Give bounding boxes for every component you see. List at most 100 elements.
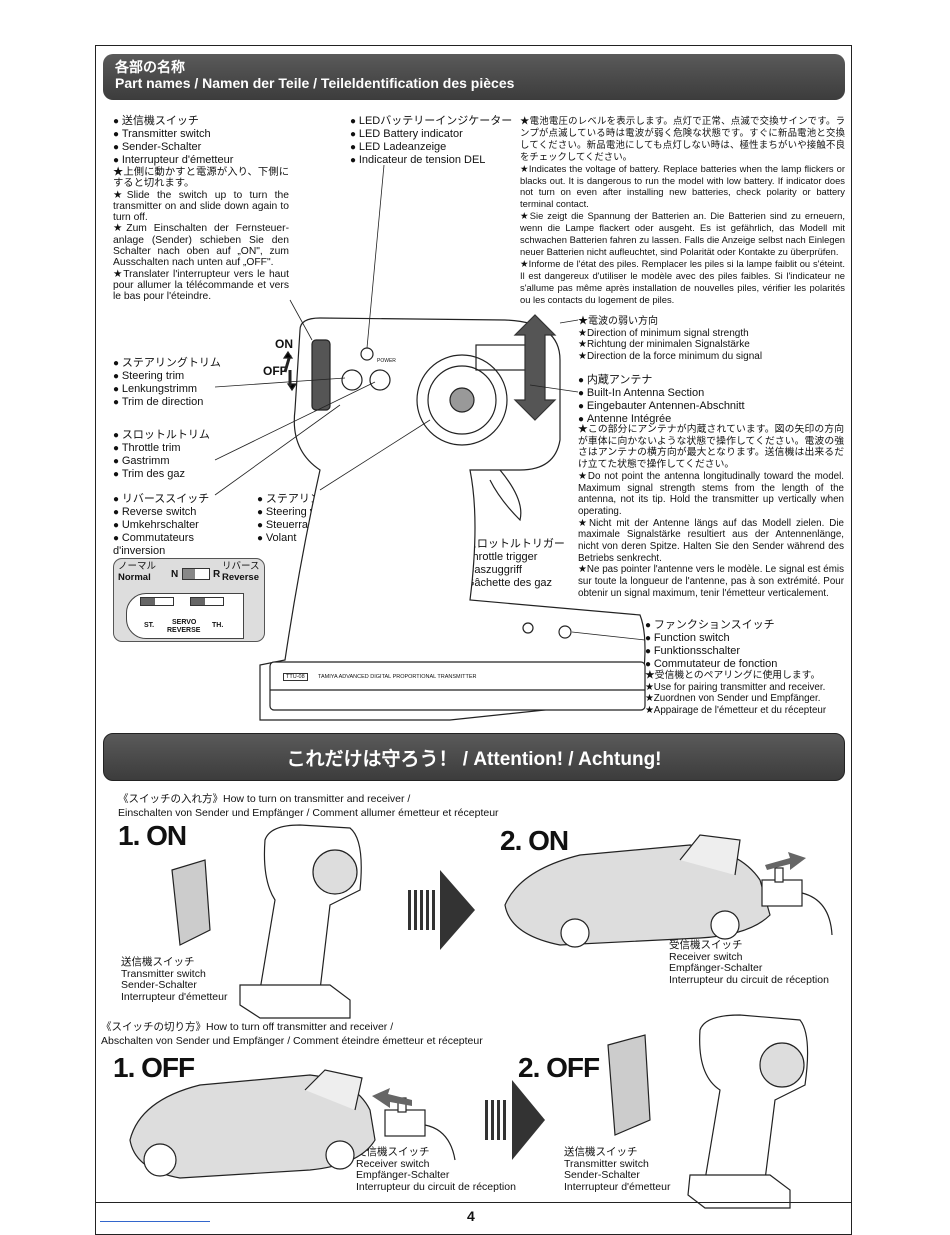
reverse-switch-diagram: ノーマル Normal リバース Reverse N R ST. SERVO R… [113, 558, 265, 642]
note-en: ★Slide the switch up to turn the transmi… [113, 189, 289, 224]
direction-labels: ★電波の弱い方向 ★Direction of minimum signal st… [578, 316, 762, 362]
page-number: 4 [467, 1208, 475, 1224]
th-label: TH. [212, 622, 224, 629]
label-en: Reverse switch [113, 506, 223, 519]
off-label: OFF [263, 364, 287, 378]
note-jp: ★この部分にアンテナが内蔵されています。図の矢印の方向が車体に向かないような状態… [578, 424, 844, 471]
note-jp: ★受信機とのペアリングに使用します。 [645, 670, 821, 681]
label-fr: Volant [257, 532, 376, 545]
r-label: R [213, 569, 221, 580]
label-fr: Commutateur de fonction [645, 658, 778, 671]
attention-title: これだけは守ろう！ / Attention! / Achtung! [286, 748, 662, 770]
tx-switch-label-on: 送信機スイッチ Transmitter switch Sender-Schalt… [121, 956, 228, 1003]
label-en: Function switch [645, 632, 777, 645]
reverse-switch-labels: リバーススイッチ Reverse switch Umkehrschalter C… [113, 493, 223, 557]
label-de: LED Ladeanzeige [350, 141, 525, 154]
label-jp: 受信機スイッチ [356, 1146, 430, 1158]
antenna-notes: ★この部分にアンテナが内蔵されています。図の矢印の方向が車体に向かないような状態… [578, 424, 844, 600]
servo-label: SERVO [172, 619, 197, 626]
label-en: Built-In Antenna Section [578, 387, 838, 400]
label-de: Gaszuggriff [457, 564, 565, 577]
transmitter-switch-labels: 送信機スイッチ Transmitter switch Sender-Schalt… [113, 115, 293, 167]
n-label: N [171, 569, 179, 580]
transmitter-switch-notes: ★上側に動かすと電源が入り、下側にすると切れます。 ★Slide the swi… [113, 167, 289, 303]
label-jp: 内蔵アンテナ [578, 374, 838, 387]
rx-switch-label-on: 受信機スイッチ Receiver switch Empfänger-Schalt… [669, 939, 829, 986]
function-switch-labels: ファンクションスイッチ Function switch Funktionssch… [645, 619, 778, 671]
throttle-trigger-labels: スロットルトリガー Throttle trigger Gaszuggriff G… [457, 538, 565, 590]
label-fr: Indicateur de tension DEL [350, 154, 525, 167]
label-en: Steering trim [113, 370, 221, 383]
label-fr: Commutateurs d'inversion [113, 532, 223, 557]
label-jp: 受信機スイッチ [669, 939, 743, 951]
note-fr: ★Ne pas pointer l'antenne vers le modèle… [578, 564, 844, 599]
step-2-off: 2. OFF [518, 1052, 600, 1083]
label-de: Lenkungstrimm [113, 383, 221, 396]
reverse-caption: REVERSE [167, 627, 201, 634]
label-en: Receiver switch [669, 950, 743, 963]
turn-on-heading: 《スイッチの入れ方》How to turn on transmitter and… [118, 792, 499, 820]
label-en: Transmitter switch [113, 128, 293, 141]
turn-off-heading: 《スイッチの切り方》How to turn off transmitter an… [101, 1020, 483, 1048]
label-fr: ★Direction de la force minimum du signal [578, 350, 763, 362]
note-fr: ★Translater l'interrupteur vers le haut … [113, 268, 289, 303]
label-fr: Interrupteur du circuit de réception [669, 973, 829, 986]
label-en: Steering wheel [257, 506, 376, 519]
label-de: Sender-Schalter [113, 141, 293, 154]
normal-jp: ノーマル [118, 561, 157, 572]
note-fr: ★Informe de l'état des piles. Remplacer … [520, 257, 845, 305]
label-jp: 送信機スイッチ [113, 115, 293, 128]
function-switch-notes: ★受信機とのペアリングに使用します。 ★Use for pairing tran… [645, 670, 826, 716]
note-de: ★Zum Einschalten der Fernsteuer-anlage (… [113, 223, 289, 269]
header-title: Part names / Namen der Teile / Teilelden… [115, 75, 515, 91]
step-1-off: 1. OFF [113, 1052, 195, 1083]
label-de: Gastrimm [113, 455, 210, 468]
note-jp: ★電池電圧のレベルを表示します。点灯で正常、点滅で交換サインです。ランプが点滅し… [520, 115, 845, 162]
note-de: ★Nicht mit der Antenne längs auf das Mod… [578, 517, 844, 564]
label-en: LED Battery indicator [350, 128, 525, 141]
led-indicator-notes: ★電池電圧のレベルを表示します。点灯で正常、点滅で交換サインです。ランプが点滅し… [520, 115, 845, 306]
label-de: Empfänger-Schalter [356, 1169, 450, 1181]
label-jp: 送信機スイッチ [121, 956, 195, 968]
turn-off-line2: Abschalten von Sender und Empfänger / Co… [101, 1035, 483, 1047]
normal-label: Normal [118, 572, 151, 583]
label-fr: Interrupteur d'émetteur [121, 990, 228, 1003]
label-en: Throttle trigger [457, 551, 565, 564]
label-fr: Gâchette des gaz [457, 577, 565, 590]
turn-on-line2: Einschalten von Sender und Empfänger / C… [118, 807, 499, 819]
step-2-on: 2. ON [500, 825, 569, 856]
footer-divider [95, 1202, 852, 1203]
label-jp: スロットルトリム [113, 429, 210, 442]
attention-banner: これだけは守ろう！ / Attention! / Achtung! [103, 733, 845, 781]
label-fr: Interrupteur d'émetteur [564, 1180, 671, 1193]
label-jp: スロットルトリガー [457, 538, 565, 551]
label-de: Empfänger-Schalter [669, 962, 763, 974]
label-en: Receiver switch [356, 1157, 430, 1170]
label-jp: ファンクションスイッチ [645, 619, 777, 632]
label-de: Sender-Schalter [121, 979, 197, 991]
label-jp: LEDバッテリーインジケーター [350, 115, 525, 128]
label-jp: リバーススイッチ [113, 493, 223, 506]
label-de: Funktionsschalter [645, 645, 777, 658]
label-jp: 送信機スイッチ [564, 1146, 638, 1158]
part-names-header: 各部の名称 Part names / Namen der Teile / Tei… [103, 54, 845, 100]
label-de: ★Richtung der minimalen Signalstärke [578, 339, 750, 350]
turn-on-line1: 《スイッチの入れ方》How to turn on transmitter and… [118, 793, 411, 805]
on-label: ON [275, 337, 293, 351]
power-label: POWER [377, 358, 396, 364]
note-jp: ★上側に動かすと電源が入り、下側にすると切れます。 [113, 167, 289, 190]
label-de: Eingebauter Antennen-Abschnitt [578, 400, 838, 413]
steering-wheel-labels: ステアリングホイール Steering wheel Steuerrad Vola… [257, 493, 376, 545]
label-fr: Interrupteur d'émetteur [113, 154, 293, 167]
label-jp: ★電波の弱い方向 [578, 316, 658, 327]
model-badge: TTU-08 [283, 673, 308, 681]
reverse-jp: リバース [222, 561, 260, 572]
led-indicator-labels: LEDバッテリーインジケーター LED Battery indicator LE… [350, 115, 525, 167]
antenna-labels: 内蔵アンテナ Built-In Antenna Section Eingebau… [578, 374, 838, 426]
label-en: Transmitter switch [121, 967, 206, 980]
label-fr: Trim des gaz [113, 468, 210, 481]
tx-switch-label-off: 送信機スイッチ Transmitter switch Sender-Schalt… [564, 1146, 671, 1193]
link-underline[interactable] [100, 1221, 210, 1222]
label-fr: Interrupteur du circuit de réception [356, 1180, 516, 1193]
step-1-on: 1. ON [118, 820, 187, 851]
